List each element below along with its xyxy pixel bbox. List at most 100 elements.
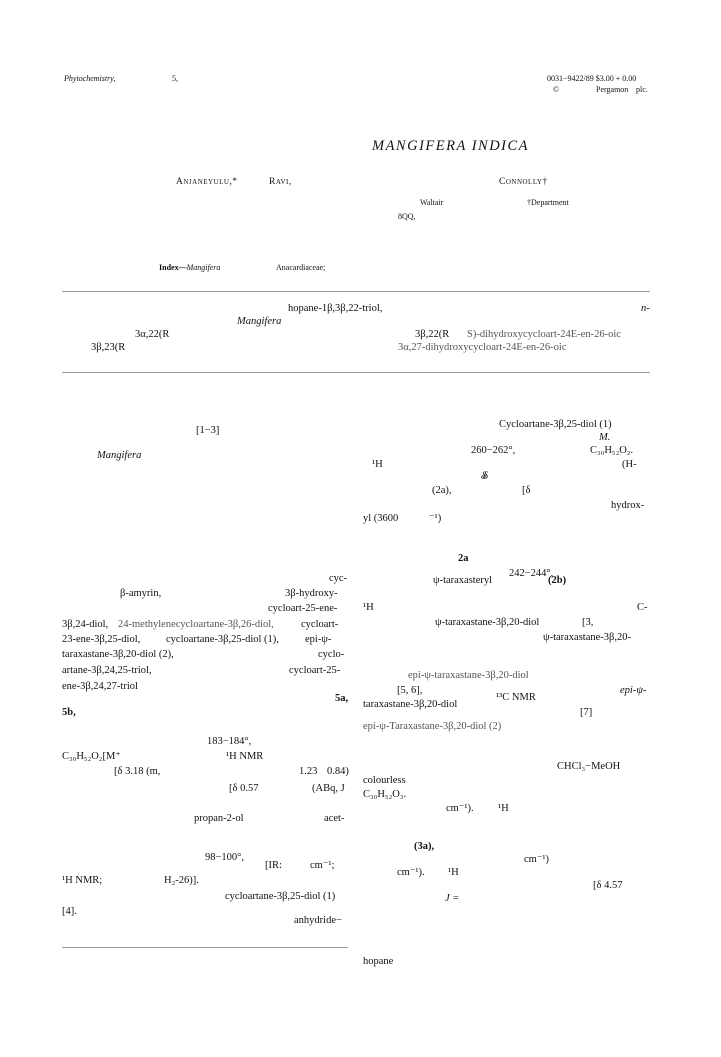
right-column-fragment: C-: [637, 602, 648, 613]
right-column-fragment: CHCl₃−MeOH: [557, 761, 621, 772]
left-column-fragment: 5a,: [335, 693, 349, 704]
left-column-fragment: taraxastane-3β,20-diol (2),: [62, 649, 174, 660]
left-column-fragment: anhydride−: [294, 915, 342, 926]
right-column-fragment: colourless: [363, 775, 406, 786]
right-column-fragment: (2b): [548, 575, 567, 586]
left-column-fragment: 23-ene-3β,25-diol,: [62, 634, 141, 645]
left-column-fragment: [δ 3.18 (m,: [114, 766, 161, 777]
left-column-fragment: H₂-26)].: [164, 875, 199, 886]
keywords-family: Anacardiaceae;: [276, 263, 326, 272]
right-column-fragment: cm⁻¹): [524, 854, 550, 865]
left-column-fragment: cycloart-25-: [289, 665, 341, 676]
left-column-fragment: [IR:: [265, 860, 282, 871]
volume-fragment: 5,: [172, 74, 178, 83]
abstract-line-3a: 3α,22(R: [135, 329, 170, 340]
affiliation-2: †Department: [527, 198, 569, 207]
publisher-name: Pergamon: [596, 85, 629, 94]
abstract-line-3b: 3β,22(R: [415, 329, 450, 340]
right-column-fragment: cm⁻¹).: [446, 803, 474, 814]
left-column-fragment: artane-3β,24,25-triol,: [62, 665, 152, 676]
abstract-line-2a: Mangifera: [237, 316, 282, 327]
left-column-fragment: (ABq, J: [312, 783, 345, 794]
article-title: MANGIFERA INDICA: [372, 138, 530, 154]
right-column-fragment: hydrox-: [611, 500, 645, 511]
publisher-suffix: plc.: [636, 85, 648, 94]
right-column-fragment: δ: [483, 471, 488, 482]
keywords-genus: Mangifera: [186, 263, 221, 272]
left-column-fragment: 183−184°,: [207, 736, 252, 747]
right-column-fragment: taraxastane-3β,20-diol: [363, 699, 458, 710]
left-column-fragment: β-amyrin,: [120, 588, 162, 599]
author-2: Ravi,: [269, 177, 292, 187]
left-column-fragment: ¹H NMR: [226, 751, 264, 762]
right-column-foot: hopane: [363, 956, 394, 967]
right-column-fragment: 242−244°,: [509, 568, 554, 579]
author-3: Connolly†: [499, 177, 548, 187]
left-column-fragment: 5b,: [62, 707, 76, 718]
right-column-fragment: [3,: [582, 617, 594, 628]
abstract-bottom-rule: [62, 372, 650, 373]
left-column-fragment: cycloart-: [301, 619, 339, 630]
left-column-fragment: cyclo-: [318, 649, 345, 660]
right-column-fragment: Cycloartane-3β,25-diol (1): [499, 419, 612, 430]
abstract-line-1a: hopane-1β,3β,22-triol,: [288, 303, 383, 314]
left-column-fragment: 98−100°,: [205, 852, 244, 863]
author-1: Anjaneyulu,*: [176, 177, 238, 187]
left-column-fragment: 1.23: [299, 766, 318, 777]
right-column-fragment: ¹H: [363, 602, 374, 613]
right-column-fragment: [7]: [580, 707, 593, 718]
right-column-fragment: cm⁻¹).: [397, 867, 425, 878]
left-column-fragment: 3β,24-diol,: [62, 619, 109, 630]
right-column-fragment: C₃₀H₅₂O₃.: [363, 789, 407, 800]
left-column-fragment: 24-methylenecycloartane-3β,26-diol,: [118, 619, 274, 630]
right-column-fragment: ¹H: [498, 803, 509, 814]
abstract-top-rule: [62, 291, 650, 292]
left-column-fragment: Mangifera: [97, 450, 142, 461]
right-column-fragment: ⁻¹): [429, 513, 442, 524]
left-column-fragment: cyc-: [329, 573, 348, 584]
right-column-fragment: J =: [445, 893, 460, 904]
left-column-fragment: 3β-hydroxy-: [285, 588, 338, 599]
left-column-fragment: [δ 0.57: [229, 783, 259, 794]
right-column-fragment: δ: [481, 471, 486, 482]
left-column-fragment: [4].: [62, 906, 77, 917]
copyright-symbol: ©: [553, 85, 560, 94]
abstract-line-3c: S)-dihydroxycycloart-24E-en-26-oic: [467, 329, 621, 340]
right-column-fragment: 260−262°,: [471, 445, 516, 456]
right-column-fragment: (3a),: [414, 841, 435, 852]
left-column-fragment: ene-3β,24,27-triol: [62, 681, 138, 692]
right-column-fragment: ¹H: [448, 867, 459, 878]
right-column-fragment: ψ-taraxastane-3β,20-diol: [435, 617, 540, 628]
right-column-fragment: ψ-taraxastane-3β,20-: [543, 632, 631, 643]
abstract-line-4a: 3β,23(R: [91, 342, 126, 353]
left-column-fragment: acet-: [324, 813, 345, 824]
left-column-fragment: 0.84): [327, 766, 349, 777]
left-column-fragment: ¹H NMR;: [62, 875, 103, 886]
right-column-fragment: epi-ψ-taraxastane-3β,20-diol: [408, 670, 529, 681]
footnote-rule: [62, 947, 348, 948]
issn-price: 0031−9422/89 $3.00 + 0.00: [547, 74, 637, 83]
right-column-fragment: 2a: [458, 553, 469, 564]
keywords-label: Index—: [159, 263, 187, 272]
right-column-fragment: [5, 6],: [397, 685, 423, 696]
right-column-fragment: C₃₀H₅₂O₂.: [590, 445, 634, 456]
right-column-fragment: [δ 4.57: [593, 880, 623, 891]
right-column-fragment: epi-ψ-Taraxastane-3β,20-diol (2): [363, 721, 502, 732]
keywords-line: Index—Mangifera: [159, 264, 220, 272]
right-column-fragment: (H-: [622, 459, 637, 470]
affiliation-3: 8QQ,: [398, 212, 416, 221]
left-column-fragment: C₃₀H₅₂O₂[M⁺: [62, 751, 121, 762]
right-column-fragment: ¹³C NMR: [496, 692, 536, 703]
right-column-fragment: yl (3600: [363, 513, 399, 524]
right-column-fragment: ψ-taraxasteryl: [433, 575, 493, 586]
affiliation-1: Waltair: [420, 198, 444, 207]
right-column-fragment: (2a),: [432, 485, 452, 496]
journal-name: Phytochemistry,: [64, 74, 116, 83]
left-column-fragment: cycloartane-3β,25-diol (1): [225, 891, 336, 902]
left-column-fragment: epi-ψ-: [305, 634, 332, 645]
left-column-fragment: propan-2-ol: [194, 813, 244, 824]
right-column-fragment: M.: [599, 432, 611, 443]
abstract-line-1b: n-: [641, 303, 650, 314]
right-column-fragment: ¹H: [372, 459, 383, 470]
abstract-line-4b: 3α,27-dihydroxycycloart-24E-en-26-oic: [398, 342, 567, 353]
